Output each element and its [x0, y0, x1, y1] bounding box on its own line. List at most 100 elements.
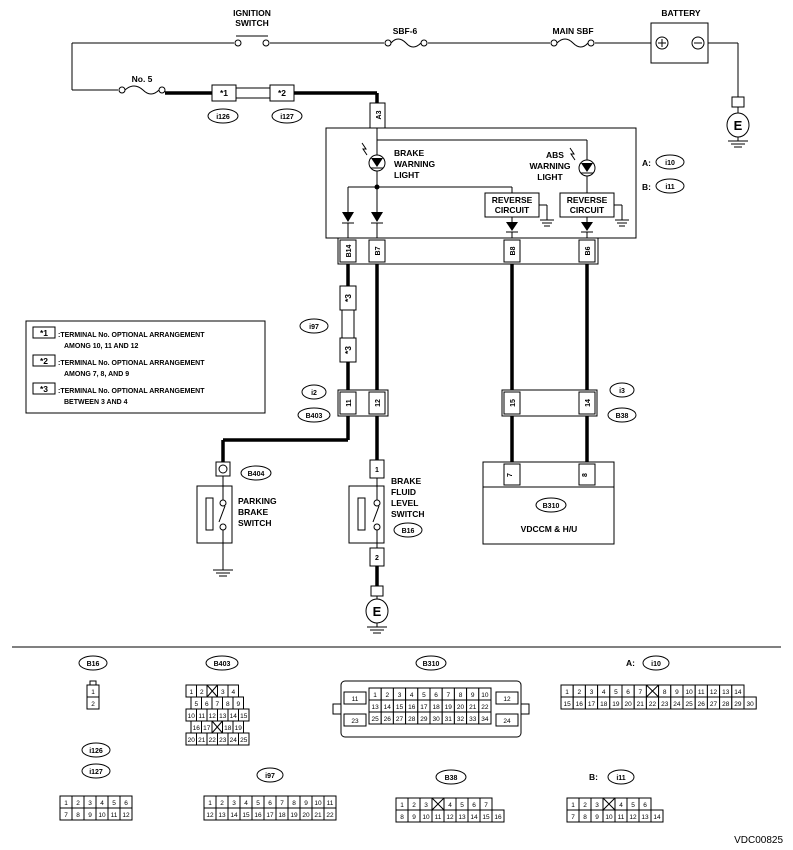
pin-label: 2 — [220, 800, 224, 807]
svg-text:11: 11 — [346, 399, 353, 407]
pin-label: 11 — [435, 814, 442, 821]
svg-text::TERMINAL No. OPTIONAL ARRANGE: :TERMINAL No. OPTIONAL ARRANGEMENT — [58, 388, 205, 395]
pin-label: 17 — [203, 725, 211, 732]
pin-label: 8 — [459, 692, 463, 699]
pin-label: 4 — [244, 800, 248, 807]
pin-label: 12 — [206, 812, 214, 819]
pin-label: 16 — [254, 812, 262, 819]
pin-label: 11 — [352, 696, 359, 703]
pin-label: 10 — [685, 689, 693, 696]
pin-label: 1 — [64, 800, 68, 807]
svg-text:SWITCH: SWITCH — [238, 518, 272, 528]
pin-label: 2 — [412, 802, 416, 809]
svg-text:2: 2 — [91, 701, 95, 708]
svg-text:B403: B403 — [306, 413, 323, 420]
svg-text:WARNING: WARNING — [394, 159, 435, 169]
svg-text:i126: i126 — [216, 114, 230, 121]
pin-label: 3 — [221, 689, 225, 696]
pin-label: 16 — [193, 725, 201, 732]
svg-text:No. 5: No. 5 — [132, 74, 153, 84]
pin-label: 7 — [280, 800, 284, 807]
pin-label: 6 — [205, 701, 209, 708]
pin-label: 9 — [412, 814, 416, 821]
battery: BATTERY — [650, 8, 709, 64]
pin-cell — [323, 807, 337, 821]
svg-text:i97: i97 — [265, 773, 275, 780]
pin-label: 4 — [410, 692, 414, 699]
svg-text:*2: *2 — [278, 88, 286, 98]
pin-label: 24 — [673, 701, 681, 708]
svg-text:i97: i97 — [309, 324, 319, 331]
svg-text:*1: *1 — [40, 328, 48, 338]
svg-text:A3: A3 — [376, 110, 383, 119]
pin-label: 7 — [484, 802, 488, 809]
pin-label: 12 — [629, 814, 637, 821]
pin-label: 14 — [230, 713, 238, 720]
svg-text:12: 12 — [375, 399, 382, 407]
svg-text:CIRCUIT: CIRCUIT — [570, 205, 605, 215]
pin-label: 29 — [420, 716, 428, 723]
pin-label: 11 — [698, 689, 705, 696]
pin-label: 14 — [384, 704, 392, 711]
pin-label: 19 — [290, 812, 298, 819]
svg-text:*2: *2 — [40, 356, 48, 366]
pin-label: 30 — [746, 701, 754, 708]
svg-text:LEVEL: LEVEL — [391, 498, 418, 508]
svg-text:E: E — [373, 604, 382, 619]
svg-text:SWITCH: SWITCH — [391, 509, 425, 519]
pin-cell — [238, 732, 250, 746]
svg-text:i127: i127 — [89, 769, 103, 776]
svg-text:14: 14 — [585, 399, 592, 407]
pin-label: 9 — [471, 692, 475, 699]
pin-label: 12 — [209, 713, 217, 720]
pin-cell — [343, 691, 367, 705]
lower-wiring: *3 *3 i97 11 12 i2 B403 15 14 i3 B38 — [221, 264, 637, 462]
connector-b403 — [297, 407, 331, 423]
svg-text:AMONG 7, 8, AND 9: AMONG 7, 8, AND 9 — [64, 371, 129, 378]
pin-label: 3 — [424, 802, 428, 809]
pin-label: 20 — [188, 737, 196, 744]
pin-label: 4 — [100, 800, 104, 807]
pin-cell — [743, 696, 757, 710]
pin-label: 10 — [481, 692, 489, 699]
svg-text:A:: A: — [642, 158, 651, 168]
svg-text:VDCCM & H/U: VDCCM & H/U — [521, 524, 578, 534]
pin-label: 1 — [571, 802, 575, 809]
svg-text:B310: B310 — [423, 661, 440, 668]
svg-text:BRAKE: BRAKE — [238, 507, 269, 517]
pin-label: 9 — [88, 812, 92, 819]
connector-i2 — [301, 384, 327, 400]
pin-label: 16 — [576, 701, 584, 708]
svg-text:ABS: ABS — [546, 150, 564, 160]
pin-label: 21 — [637, 701, 645, 708]
power-circuit: IGNITION SWITCH SBF-6 MAIN SBF BATTERY — [71, 8, 750, 148]
pin-label: 5 — [194, 701, 198, 708]
svg-text:IGNITION: IGNITION — [233, 8, 271, 18]
pin-label: 7 — [638, 689, 642, 696]
pin-label: 22 — [209, 737, 217, 744]
pin-label: 20 — [457, 704, 465, 711]
fuse-main-sbf: MAIN SBF — [550, 26, 595, 48]
svg-text:BETWEEN 3 AND 4: BETWEEN 3 AND 4 — [64, 399, 128, 406]
svg-text:B16: B16 — [402, 528, 415, 535]
pin-label: 6 — [268, 800, 272, 807]
pin-label: 7 — [215, 701, 219, 708]
connector-b16 — [393, 522, 423, 538]
pin-cell — [491, 809, 505, 823]
svg-text:2: 2 — [375, 555, 379, 562]
combination-meter: A3 BRAKE WARNING LIGHT ABS WARNING LIG — [325, 102, 685, 265]
svg-text:1: 1 — [375, 467, 379, 474]
svg-text:*3: *3 — [343, 346, 353, 354]
pin-label: 22 — [481, 704, 489, 711]
pin-label: 7 — [64, 812, 68, 819]
svg-text:i11: i11 — [665, 184, 674, 191]
pin-label: 33 — [469, 716, 477, 723]
pin-label: 13 — [641, 814, 649, 821]
svg-text:REVERSE: REVERSE — [492, 195, 533, 205]
svg-text:B16: B16 — [87, 661, 100, 668]
pin-label: 11 — [327, 800, 334, 807]
pin-label: 27 — [396, 716, 404, 723]
parking-brake-switch: B404 PARKING BRAKE SWITCH — [196, 461, 277, 577]
connector-b310 — [535, 497, 567, 513]
pin-label: 21 — [469, 704, 477, 711]
